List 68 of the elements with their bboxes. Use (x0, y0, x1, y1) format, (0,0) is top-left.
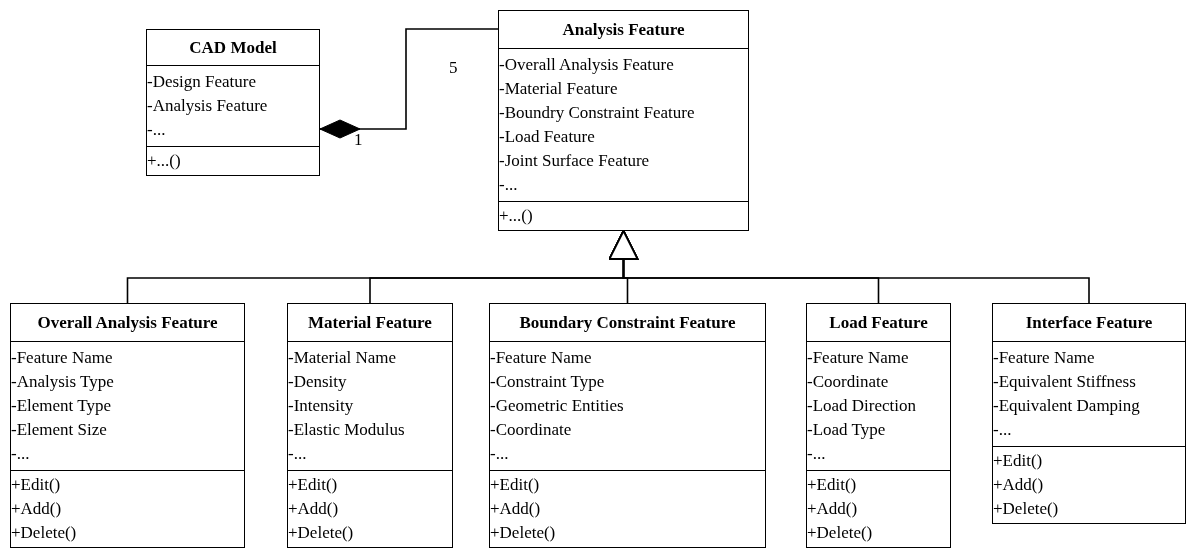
attribute-text: -... (993, 419, 1012, 441)
method-text: +Add() (11, 498, 62, 520)
attribute-text: -Equivalent Stiffness (993, 371, 1136, 393)
method-text: +...() (147, 150, 181, 172)
attribute-text: -... (147, 119, 166, 141)
class-name: Analysis Feature (562, 18, 685, 41)
method-text: +Delete() (288, 522, 354, 544)
class-name: Overall Analysis Feature (37, 311, 218, 334)
class-box (806, 303, 951, 548)
attribute-text: -Elastic Modulus (288, 419, 405, 441)
attribute-text: -Feature Name (11, 347, 113, 369)
attribute-text: -... (288, 443, 307, 465)
attribute-text: -Load Direction (807, 395, 917, 417)
attribute-text: -Material Feature (499, 78, 618, 100)
class-name: CAD Model (189, 36, 277, 59)
attribute-text: -Coordinate (490, 419, 572, 441)
method-text: +Edit() (807, 474, 857, 496)
method-text: +Delete() (490, 522, 556, 544)
attribute-text: -Density (288, 371, 347, 393)
class-box (287, 303, 453, 548)
attribute-text: -... (490, 443, 509, 465)
attribute-text: -Equivalent Damping (993, 395, 1140, 417)
attribute-text: -Element Type (11, 395, 111, 417)
attribute-text: -Element Size (11, 419, 107, 441)
class-name: Material Feature (308, 311, 432, 334)
attribute-text: -Constraint Type (490, 371, 605, 393)
attribute-text: -Boundry Constraint Feature (499, 102, 695, 124)
attribute-text: -Intensity (288, 395, 354, 417)
attribute-text: -Geometric Entities (490, 395, 624, 417)
attribute-text: -Overall Analysis Feature (499, 54, 674, 76)
class-box (992, 303, 1186, 524)
class-box (146, 29, 320, 176)
attribute-text: -Material Name (288, 347, 397, 369)
class-box (10, 303, 245, 548)
composition-connector (319, 28, 499, 139)
attribute-text: -Load Feature (499, 126, 595, 148)
method-text: +Add() (490, 498, 541, 520)
attribute-text: -... (11, 443, 30, 465)
attribute-text: -Coordinate (807, 371, 889, 393)
attribute-text: -Analysis Type (11, 371, 114, 393)
attribute-text: -Feature Name (993, 347, 1095, 369)
multiplicity-label: 1 (354, 129, 363, 151)
attribute-text: -Feature Name (490, 347, 592, 369)
method-text: +Add() (807, 498, 858, 520)
attribute-text: -Joint Surface Feature (499, 150, 650, 172)
attribute-text: -... (499, 174, 518, 196)
method-text: +Delete() (993, 498, 1059, 520)
attribute-text: -... (807, 443, 826, 465)
class-box (489, 303, 766, 548)
attribute-text: -Analysis Feature (147, 95, 268, 117)
class-name: Boundary Constraint Feature (519, 311, 736, 334)
method-text: +Edit() (993, 450, 1043, 472)
inheritance-arrow (608, 230, 1090, 304)
method-text: +Add() (288, 498, 339, 520)
method-text: +...() (499, 205, 533, 227)
method-text: +Delete() (807, 522, 873, 544)
method-text: +Delete() (11, 522, 77, 544)
method-text: +Add() (993, 474, 1044, 496)
attribute-text: -Feature Name (807, 347, 909, 369)
method-text: +Edit() (490, 474, 540, 496)
class-name: Load Feature (829, 311, 928, 334)
attribute-text: -Load Type (807, 419, 886, 441)
method-text: +Edit() (288, 474, 338, 496)
class-box (498, 10, 749, 231)
multiplicity-label: 5 (449, 57, 458, 79)
attribute-text: -Design Feature (147, 71, 257, 93)
method-text: +Edit() (11, 474, 61, 496)
class-name: Interface Feature (1025, 311, 1153, 334)
